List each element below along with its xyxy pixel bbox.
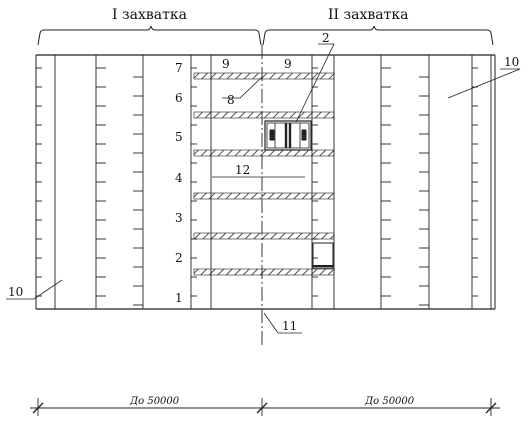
- crane-beam: [193, 149, 335, 157]
- callout-10-left: 10: [8, 285, 23, 299]
- callout-10-right: 10: [504, 55, 519, 69]
- callout-leaders: [6, 43, 521, 334]
- dimension-right: До 50000: [364, 396, 415, 407]
- row-number-3: 3: [175, 211, 183, 225]
- header-left: I захватка: [112, 7, 187, 23]
- header-right: II захватка: [328, 7, 408, 23]
- crane-beam: [193, 192, 335, 200]
- dimension-left: До 50000: [129, 396, 180, 407]
- row-number-1: 1: [175, 291, 183, 305]
- callout-12: 12: [235, 163, 250, 177]
- callout-11: 11: [282, 319, 297, 333]
- crane-beam: [193, 268, 335, 276]
- crane-beam: [193, 232, 335, 240]
- crane-beam: [193, 111, 335, 119]
- callout-2: 2: [322, 31, 330, 45]
- dimension-line: [30, 398, 500, 416]
- strip-ticks: [36, 67, 478, 306]
- column-block: [312, 242, 334, 269]
- row-numbers: 1 2 3 4 5 6 7: [175, 61, 183, 305]
- callout-9-right: 9: [284, 57, 292, 71]
- trolley-2: [264, 120, 312, 151]
- row-number-2: 2: [175, 251, 183, 265]
- row-number-7: 7: [175, 61, 183, 75]
- brace-right: [262, 25, 494, 46]
- row-number-5: 5: [175, 130, 183, 144]
- row-number-4: 4: [175, 171, 183, 185]
- brace-left: [37, 25, 262, 46]
- row-number-6: 6: [175, 91, 183, 105]
- crane-beams: [193, 72, 335, 276]
- callout-8: 8: [227, 93, 235, 107]
- crane-beam: [193, 72, 335, 80]
- callout-9-left: 9: [222, 57, 230, 71]
